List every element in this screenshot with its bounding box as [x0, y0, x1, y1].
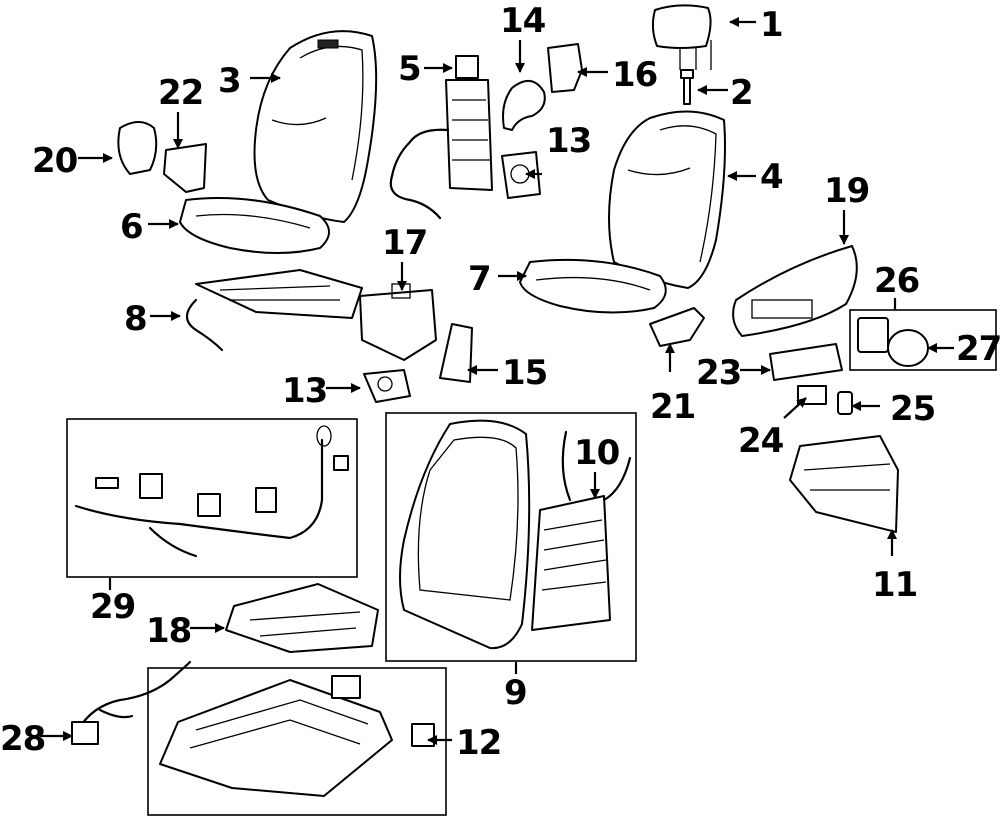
callout-13-lower: 13 — [282, 371, 327, 411]
cushion-cover-right-part — [519, 258, 667, 314]
cushion-heater-part — [195, 269, 363, 319]
motor-lower-part — [363, 369, 411, 403]
trim-clip-part — [649, 307, 705, 347]
callout-29: 29 — [90, 587, 135, 627]
callout-19: 19 — [824, 171, 869, 211]
knob-small-part — [837, 391, 853, 415]
callout-1: 1 — [760, 5, 783, 45]
back-heater-part — [531, 430, 632, 631]
knob-group-box — [849, 309, 997, 371]
adjuster-harness-part — [71, 660, 192, 745]
callout-15: 15 — [502, 353, 547, 393]
callout-5: 5 — [398, 49, 421, 89]
side-trim-part — [732, 245, 858, 337]
callout-13-upper: 13 — [546, 121, 591, 161]
small-motor-part — [439, 323, 473, 383]
callout-11: 11 — [872, 565, 917, 605]
callout-21: 21 — [650, 387, 695, 427]
callout-22: 22 — [158, 73, 203, 113]
callout-23: 23 — [696, 353, 741, 393]
headrest-guide-part — [680, 69, 694, 105]
side-cover-part — [117, 121, 158, 175]
callout-7: 7 — [468, 259, 491, 299]
frame-group-box — [385, 412, 637, 662]
motor-upper-part — [501, 151, 541, 199]
seat-harness-part — [74, 425, 349, 558]
callout-18: 18 — [146, 611, 191, 651]
seatback-frame-part — [399, 419, 531, 650]
callout-4: 4 — [760, 157, 783, 197]
back-panel-part — [789, 435, 899, 533]
callout-17: 17 — [382, 223, 427, 263]
power-switch-part — [769, 343, 843, 381]
cushion-frame-part — [225, 583, 379, 653]
pad-harness-wire — [389, 128, 450, 220]
callout-16: 16 — [612, 55, 657, 95]
wire-harness-group-box — [66, 418, 358, 578]
callout-10: 10 — [574, 433, 620, 473]
callout-20: 20 — [32, 141, 78, 181]
bracket-part — [547, 43, 583, 93]
heater-harness-wire — [185, 298, 224, 352]
callout-14: 14 — [500, 1, 546, 41]
seatback-cover-left-part — [253, 30, 378, 223]
recliner-cover-part — [502, 80, 546, 131]
cushion-cover-left-part — [179, 197, 330, 254]
knob-square-part — [857, 317, 889, 353]
callout-8: 8 — [124, 299, 147, 339]
callout-27: 27 — [956, 329, 1000, 369]
callout-2: 2 — [730, 73, 753, 113]
callout-28: 28 — [0, 719, 45, 759]
callout-9: 9 — [504, 673, 527, 713]
callout-6: 6 — [120, 207, 143, 247]
lumbar-support-part — [445, 55, 493, 191]
callout-25: 25 — [890, 389, 935, 429]
callout-3: 3 — [218, 61, 241, 101]
motor-assembly-part — [359, 283, 437, 361]
callout-26: 26 — [874, 261, 919, 301]
adjuster-group-box — [147, 667, 447, 816]
seat-adjuster-part — [159, 675, 435, 797]
headrest-part — [651, 4, 712, 70]
callout-12: 12 — [456, 723, 501, 763]
knob-round-part — [887, 329, 929, 367]
hinge-bracket-part — [163, 143, 207, 193]
callout-24: 24 — [738, 421, 784, 461]
seatback-cover-right-part — [608, 110, 726, 289]
